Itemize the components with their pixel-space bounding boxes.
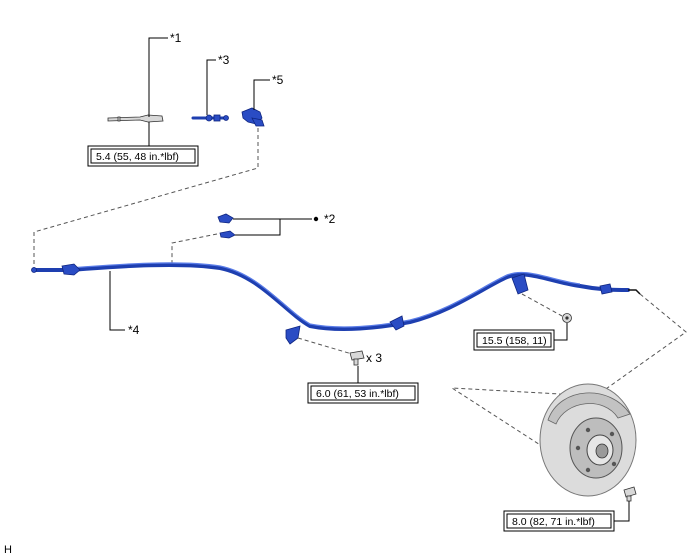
bolt-lower (623, 486, 637, 502)
callout-2-dot (313, 216, 319, 222)
callout-5-leader (253, 79, 270, 110)
torque-box-3: 6.0 (61, 53 in.*lbf) (307, 382, 419, 404)
torque-value-2: 15.5 (158, 11) (482, 335, 547, 347)
callout-3: *3 (218, 53, 230, 67)
torque-value-3: 6.0 (61, 53 in.*lbf) (316, 388, 399, 400)
callout-3-leader (206, 59, 216, 115)
part-5-bracket (241, 107, 265, 127)
brake-backing-plate (539, 383, 637, 497)
callout-2: *2 (324, 212, 336, 226)
callout-2-leader (233, 218, 281, 236)
torque-value-4: 8.0 (82, 71 in.*lbf) (512, 516, 595, 528)
torque-box-1: 5.4 (55, 48 in.*lbf) (87, 145, 199, 167)
torque-4-leader (614, 501, 630, 522)
torque-box-4: 8.0 (82, 71 in.*lbf) (503, 510, 615, 532)
quantity-label: x 3 (366, 351, 382, 365)
torque-2-leader (553, 323, 568, 341)
callout-4-leader (109, 271, 125, 331)
callout-5: *5 (272, 73, 284, 87)
assembly-guide-2 (171, 233, 218, 263)
bolt-right (562, 313, 572, 323)
assembly-guide-1 (33, 128, 259, 268)
bolt-center (349, 350, 365, 366)
part-1-bolt (107, 114, 164, 123)
callout-1-leader (148, 37, 168, 117)
torque-box-2: 15.5 (158, 11) (473, 329, 555, 351)
figure-id-label: H (4, 544, 12, 556)
part-3-clip (191, 114, 229, 122)
callout-4: *4 (128, 323, 140, 337)
assembly-guide-4 (521, 293, 563, 317)
part-2-clips (217, 213, 236, 239)
assembly-guide-3 (297, 337, 353, 355)
callout-1: *1 (170, 31, 182, 45)
parking-brake-cable (31, 262, 641, 345)
torque-value-1: 5.4 (55, 48 in.*lbf) (96, 151, 179, 163)
